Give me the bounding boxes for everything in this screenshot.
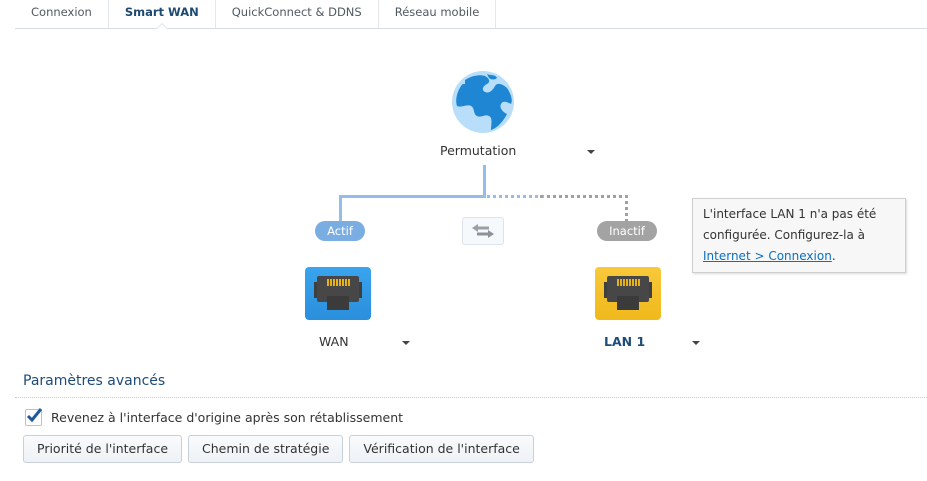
lan1-label: LAN 1 (604, 334, 646, 349)
tooltip-line-1: L'interface LAN 1 n'a pas été (703, 207, 877, 221)
interface-priority-button[interactable]: Priorité de l'interface (23, 435, 183, 463)
tooltip-suffix: . (831, 249, 836, 263)
tooltip-line-2: configurée. Configurez-la à (703, 228, 866, 242)
wan-status-badge: Actif (315, 221, 365, 241)
checkmark-icon (26, 408, 43, 423)
mode-dropdown-caret[interactable] (587, 150, 595, 154)
ethernet-port-icon (604, 276, 652, 310)
tab-smart-wan[interactable]: Smart WAN (109, 0, 216, 29)
advanced-settings-title: Paramètres avancés (23, 373, 166, 389)
internet-connexion-link[interactable]: Internet > Connexion (703, 249, 832, 263)
advanced-buttons: Priorité de l'interface Chemin de straté… (23, 435, 534, 463)
inactive-branch-line (540, 195, 628, 201)
revert-interface-option: Revenez à l'interface d'origine après so… (25, 408, 404, 426)
revert-interface-label: Revenez à l'interface d'origine après so… (51, 410, 404, 425)
policy-route-button[interactable]: Chemin de stratégie (188, 435, 344, 463)
lan1-tooltip: L'interface LAN 1 n'a pas été configurée… (692, 198, 906, 273)
trunk-line (483, 165, 486, 198)
active-branch-line (339, 195, 486, 198)
mode-label: Permutation (440, 143, 517, 158)
tab-quickconnect-ddns[interactable]: QuickConnect & DDNS (216, 0, 379, 28)
ethernet-port-icon (314, 276, 362, 310)
globe-icon (452, 71, 514, 133)
inactive-drop-line (625, 195, 631, 222)
swap-arrows-icon (472, 224, 494, 238)
wan-dropdown-caret[interactable] (402, 341, 410, 345)
active-drop-line (339, 195, 342, 222)
interface-check-button[interactable]: Vérification de l'interface (349, 435, 534, 463)
lan1-interface-icon[interactable] (595, 267, 661, 320)
section-divider (15, 397, 927, 398)
lan1-dropdown-caret[interactable] (692, 341, 700, 345)
wan-label: WAN (319, 334, 349, 349)
tab-connexion[interactable]: Connexion (15, 0, 109, 28)
tab-bar: Connexion Smart WAN QuickConnect & DDNS … (15, 0, 927, 29)
lan1-status-badge: Inactif (597, 221, 657, 241)
wan-interface-icon[interactable] (305, 267, 371, 320)
tab-reseau-mobile[interactable]: Réseau mobile (379, 0, 497, 28)
swap-interfaces-button[interactable] (462, 217, 504, 245)
revert-interface-checkbox[interactable] (25, 408, 43, 426)
